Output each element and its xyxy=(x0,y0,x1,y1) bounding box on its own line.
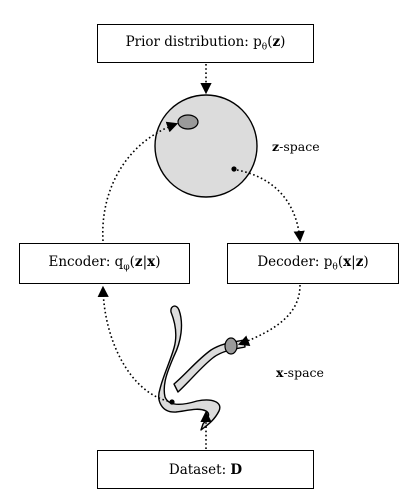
encoder-box: Encoder: qφ(z|x) xyxy=(19,243,190,284)
z-space-sample-point xyxy=(231,166,237,172)
prior-distribution-label: Prior distribution: pθ(z) xyxy=(126,34,286,53)
decoder-open: ( xyxy=(337,254,344,271)
encoder-prefix: Encoder: xyxy=(48,254,115,271)
decoder-box: Decoder: pθ(x|z) xyxy=(227,243,399,284)
encoder-var2: x xyxy=(147,254,156,271)
decoder-label: Decoder: pθ(x|z) xyxy=(257,254,368,273)
decoder-prefix: Decoder: xyxy=(257,254,324,271)
dataset-prefix: Dataset: xyxy=(168,461,231,478)
encoder-sub: φ xyxy=(123,262,130,273)
x-space-label: x-space xyxy=(276,365,324,380)
z-space-symbol: z xyxy=(272,139,280,154)
x-space-data-region xyxy=(224,337,238,355)
prior-prefix: Prior distribution: xyxy=(125,34,254,51)
x-space-symbol: x xyxy=(276,365,284,380)
encoder-close: ) xyxy=(155,254,161,271)
dataset-label: Dataset: D xyxy=(169,462,242,478)
x-space-manifold-outline xyxy=(158,305,221,431)
encoder-math: q xyxy=(114,254,124,271)
z-space-encoded-region xyxy=(177,114,199,130)
prior-sub: θ xyxy=(261,42,268,53)
prior-math: p xyxy=(253,34,262,51)
prior-var: z xyxy=(272,34,281,51)
decoder-close: ) xyxy=(363,254,369,271)
prior-distribution-box: Prior distribution: pθ(z) xyxy=(97,24,314,63)
x-space-suffix: -space xyxy=(283,365,324,380)
arrow-encoder-to-z xyxy=(102,121,179,242)
dataset-box: Dataset: D xyxy=(97,450,314,489)
encoder-open: ( xyxy=(129,254,135,271)
x-space-sample-point xyxy=(169,399,175,405)
decoder-var1: x xyxy=(343,254,352,271)
z-space-sphere xyxy=(154,94,258,198)
prior-close: ) xyxy=(280,34,286,51)
decoder-bar: | xyxy=(351,254,356,271)
arrow-x-to-encoder xyxy=(97,285,169,402)
encoder-bar: | xyxy=(142,254,148,271)
x-space-manifold-branch xyxy=(173,339,246,393)
arrow-z-to-decoder xyxy=(236,169,305,243)
encoder-label: Encoder: qφ(z|x) xyxy=(49,254,161,273)
arrow-decoder-to-x xyxy=(237,284,301,346)
decoder-var2: z xyxy=(355,254,364,271)
prior-open: ( xyxy=(267,34,273,51)
z-space-label: z-space xyxy=(272,139,320,154)
decoder-math: p xyxy=(323,254,333,271)
encoder-var1: z xyxy=(134,254,143,271)
dataset-symbol: D xyxy=(230,461,243,478)
z-space-suffix: -space xyxy=(279,139,320,154)
decoder-sub: θ xyxy=(332,262,338,273)
